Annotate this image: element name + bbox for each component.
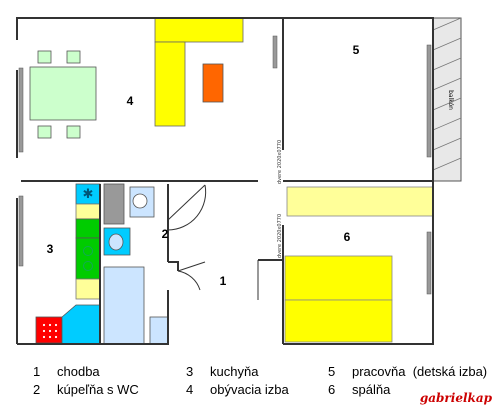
sofa-top: [154, 17, 244, 43]
window: [426, 44, 432, 158]
fan-icon: ✱: [83, 186, 94, 201]
corner-cabinet: [61, 304, 101, 345]
legend-item-3: 3 kuchyňa: [186, 364, 258, 379]
legend-number: 2: [33, 382, 41, 397]
legend-item-2: 2 kúpeľňa s WC: [33, 382, 139, 397]
door-label-upper: dvere 2020x0770: [277, 140, 283, 184]
signature: gabrielkap: [419, 391, 492, 405]
counter-segment: [75, 218, 101, 239]
sink: [35, 316, 63, 344]
legend-number: 3: [186, 364, 194, 379]
chair: [37, 125, 52, 139]
legend-name: chodba: [57, 364, 100, 379]
stove: [75, 237, 101, 280]
bathtub: [103, 266, 145, 345]
bed-lower: [284, 299, 393, 343]
room-number-4: 4: [127, 94, 134, 108]
legend-number: 4: [186, 382, 194, 397]
burner-icon: [83, 246, 93, 256]
legend-item-6: 6 spálňa: [328, 382, 390, 397]
sofa-side: [154, 41, 186, 127]
room-number-3: 3: [47, 242, 54, 256]
legend-item-4: 4 obývacia izba: [186, 382, 289, 397]
bed-upper: [284, 255, 393, 301]
wall-panel: [272, 35, 278, 69]
bath-cabinet: [103, 183, 125, 225]
room-number-5: 5: [353, 43, 360, 57]
legend-name: kuchyňa: [210, 364, 259, 379]
door-swings: [167, 184, 259, 300]
legend-number: 1: [33, 364, 41, 379]
legend-name: obývacia izba: [210, 382, 289, 397]
chair: [66, 50, 81, 64]
room-number-2: 2: [162, 227, 169, 241]
door-label-lower: dvere 2020x0770: [277, 214, 283, 258]
washing-machine: [149, 316, 169, 345]
legend-name: spálňa: [352, 382, 391, 397]
balcony-label: balkón: [447, 90, 454, 110]
counter-segment: [75, 278, 101, 300]
wardrobe: [286, 186, 434, 217]
legend-item-5: 5 pracovňa (detská izba): [328, 364, 487, 379]
legend-name: kúpeľňa s WC: [57, 382, 139, 397]
window: [18, 195, 24, 267]
room-number-1: 1: [220, 274, 227, 288]
legend-item-1: 1 chodba: [33, 364, 100, 379]
burner-icon: [83, 261, 93, 271]
window: [426, 231, 432, 295]
toilet-bowl: [132, 193, 148, 209]
coffee-table: [202, 63, 224, 103]
chair: [37, 50, 52, 64]
legend-number: 5: [328, 364, 336, 379]
legend-name: pracovňa (detská izba): [352, 364, 488, 379]
balcony-area: [432, 17, 462, 182]
dining-table: [29, 66, 97, 121]
washbasin-bowl: [108, 233, 124, 251]
balcony-hatch: [432, 17, 462, 171]
window: [18, 67, 24, 153]
room-number-6: 6: [344, 230, 351, 244]
walls: [16, 17, 434, 345]
counter-segment: [75, 203, 101, 220]
sink-dots: [42, 323, 58, 339]
chair: [66, 125, 81, 139]
legend-number: 6: [328, 382, 336, 397]
